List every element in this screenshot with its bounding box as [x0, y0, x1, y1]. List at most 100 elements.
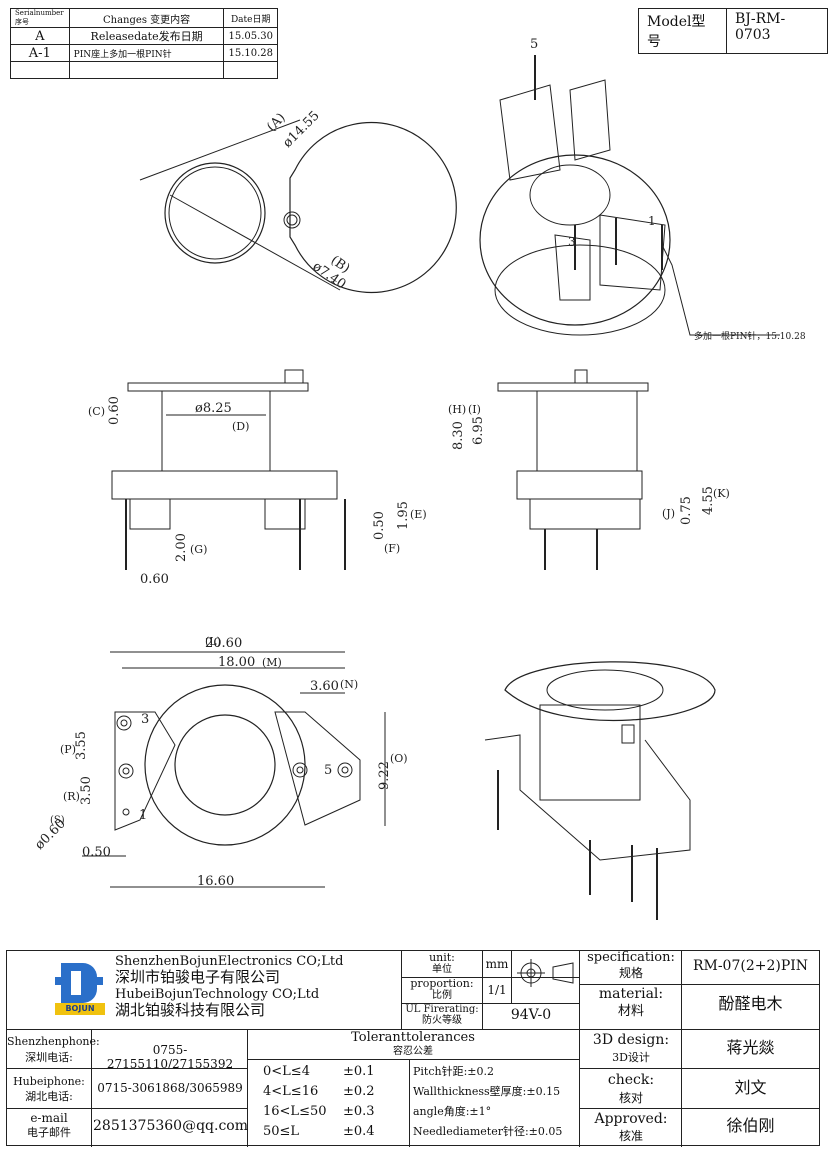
dim-R-label: (R) [63, 790, 80, 803]
dim-H-value: 8.30 [451, 421, 466, 450]
dim-D-label: (D) [232, 420, 249, 433]
tol-range: 50≤L [263, 1124, 300, 1139]
dim-F-value: 0.50 [372, 511, 387, 540]
dim-H-label: (H) [448, 403, 466, 416]
dim-P-value: 3.55 [74, 731, 89, 760]
pin-label-5-iso: 5 [530, 37, 538, 52]
proportion-value: 1/1 [487, 983, 507, 997]
tol-angle: angle角度:±1° [413, 1105, 492, 1118]
pin-label-3-iso: 3 [568, 235, 576, 249]
model-box: Model型号 BJ-RM-0703 [638, 8, 828, 54]
email-value: 2851375360@qq.com [93, 1118, 248, 1134]
dim-G-value: 2.00 [174, 533, 189, 562]
hb-phone-value: 0715-3061868/3065989 [97, 1081, 243, 1095]
pin-label-5: 5 [324, 763, 332, 778]
material-label-cn: 材料 [617, 1004, 644, 1019]
spec-label-en: specification: [587, 950, 675, 965]
bottom-view [82, 651, 386, 888]
bojun-logo-icon: BOJUN [55, 963, 105, 1017]
iso-view-bottom [484, 661, 716, 920]
top-view [139, 119, 457, 294]
dim-I-label: (I) [468, 403, 481, 416]
spec-value: RM-07(2+2)PIN [692, 958, 809, 974]
unit-label-en: unit: [429, 951, 455, 964]
tol-value: ±0.3 [343, 1104, 375, 1119]
spec-label-cn: 规格 [618, 966, 643, 980]
company-cn-2: 湖北铂骏科技有限公司 [115, 1001, 266, 1019]
tol-value: ±0.4 [343, 1124, 375, 1139]
dim-L-label: (L) [205, 635, 221, 648]
dim-I-value: 6.95 [471, 416, 486, 445]
dim-E-label: (E) [410, 508, 427, 521]
tol-range: 4<L≤16 [263, 1084, 319, 1099]
dim-K-label: (K) [713, 487, 730, 500]
tol-value: ±0.2 [343, 1084, 375, 1099]
check-value: 刘文 [734, 1078, 767, 1097]
dim-O-label: (O) [390, 752, 408, 765]
tolerance-header-cn: 容忍公差 [393, 1046, 433, 1057]
approved-label-en: Approved: [594, 1111, 668, 1127]
tol-pitch: Pitch针距:±0.2 [413, 1065, 495, 1078]
rev-row-serial: A-1 [10, 44, 70, 62]
company-en-2: HubeiBojunTechnology CO;Ltd [115, 987, 320, 1002]
pin-label-1-iso: 1 [648, 214, 656, 228]
dim-J-value: 0.75 [679, 496, 694, 525]
dim-S-label: (S) [50, 815, 65, 826]
iso-view-top [479, 55, 780, 336]
sz-phone-label-cn: 深圳电话: [25, 1051, 73, 1064]
dim-M-label: (M) [262, 656, 282, 669]
proportion-label-cn: 比例 [432, 990, 452, 1001]
dim-C-value: 0.60 [107, 396, 122, 425]
unit-label-cn: 单位 [432, 964, 452, 975]
dim-N-label: (N) [340, 678, 358, 691]
design-label-cn: 3D设计 [612, 1051, 650, 1064]
projection-symbol-icon [517, 959, 574, 987]
tol-range: 0<L≤4 [263, 1064, 310, 1079]
dim-N-value: 3.60 [310, 679, 339, 694]
material-label-en: material: [598, 986, 664, 1002]
dim-K-value: 4.55 [701, 486, 716, 515]
dim-C-label: (C) [88, 405, 105, 418]
tol-needle: Needlediameter针径:±0.05 [413, 1125, 563, 1138]
rev-row-change: Releasedate发布日期 [68, 27, 225, 45]
tol-value: ±0.1 [343, 1064, 375, 1079]
pin-label-3: 3 [141, 712, 149, 727]
ul-value: 94V-0 [510, 1007, 552, 1023]
dim-F-label: (F) [384, 542, 400, 555]
sz-phone-label-en: Shenzhenphone: [7, 1035, 100, 1048]
tol-range: 16<L≤50 [263, 1104, 327, 1119]
tolerance-header-en: Toleranttolerances [351, 1030, 475, 1045]
dim-E-value: 1.95 [396, 501, 411, 530]
check-label-en: check: [607, 1072, 655, 1088]
dim-width-value: 16.60 [197, 874, 234, 889]
side-view [497, 369, 649, 570]
model-value: BJ-RM-0703 [725, 9, 827, 53]
front-view [111, 369, 346, 570]
dim-P-label: (P) [60, 743, 76, 756]
dim-L-value: 20.60 [205, 636, 242, 651]
company-en-1: ShenzhenBojunElectronics CO;Ltd [115, 954, 344, 969]
approved-value: 徐伯刚 [726, 1116, 775, 1135]
model-label: Model型号 [647, 14, 706, 50]
design-label-en: 3D design: [592, 1032, 670, 1048]
dim-pin-width: 0.60 [140, 572, 169, 587]
title-block: BOJUN ShenzhenBojunElectronics CO;Ltd 深圳… [6, 950, 820, 1147]
ul-label-cn: 防火等级 [422, 1015, 462, 1026]
company-cn-1: 深圳市铂骏电子有限公司 [115, 968, 281, 986]
proportion-label-en: proportion: [410, 977, 474, 990]
sz-phone-value: 0755-27155110/27155392 [106, 1043, 234, 1071]
dim-O-value: 9.22 [377, 761, 392, 790]
revision-table: Serialnumber序号 Changes 变更内容 Date日期 A Rel… [10, 8, 278, 79]
check-label-cn: 核对 [618, 1091, 643, 1105]
unit-value: mm [485, 957, 509, 971]
dim-J-label: (J) [662, 507, 675, 520]
email-label-en: e-mail [30, 1111, 68, 1125]
dim-M-value: 18.00 [218, 655, 255, 670]
pin-annotation: 多加一根PIN针，15.10.28 [694, 330, 806, 342]
pin-label-1: 1 [139, 808, 147, 823]
hb-phone-label-en: Hubeiphone: [13, 1075, 85, 1088]
tol-wall: Wallthickness壁厚度:±0.15 [413, 1085, 561, 1098]
dim-offset-value: 0.50 [82, 845, 111, 860]
design-value: 蒋光燚 [726, 1038, 775, 1057]
logo-text: BOJUN [55, 1003, 105, 1015]
